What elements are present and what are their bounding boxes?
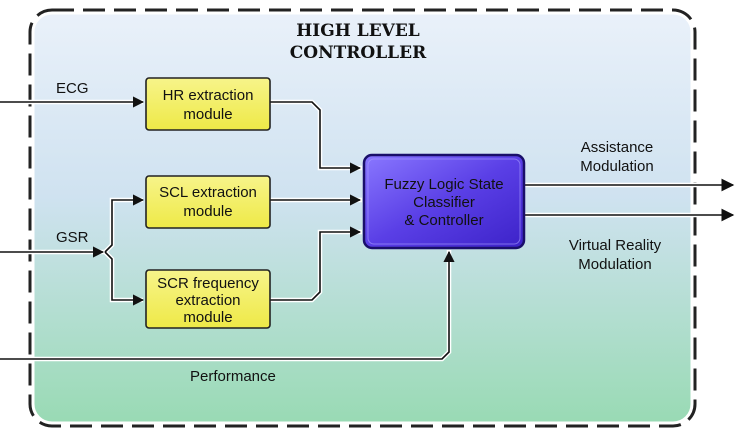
scl-extraction-module: SCL extraction module xyxy=(145,175,271,229)
hr-module-label-line2: module xyxy=(183,106,232,123)
controller-region-dashes xyxy=(28,8,697,428)
ecg-label: ECG xyxy=(56,80,89,97)
gsr-to-scl-arrow xyxy=(104,194,145,253)
hr-to-controller-arrow xyxy=(270,101,362,174)
vr-label-line2: Modulation xyxy=(578,256,651,273)
assistance-label-line1: Assistance xyxy=(581,139,654,156)
hr-extraction-module: HR extraction module xyxy=(145,77,271,131)
gsr-to-scr-arrow xyxy=(104,251,145,306)
scr-module-label-line3: module xyxy=(183,309,232,326)
performance-input-arrow xyxy=(0,250,455,360)
scr-frequency-module: SCR frequency extraction module xyxy=(145,269,271,329)
gsr-label: GSR xyxy=(56,229,89,246)
vr-label-line1: Virtual Reality xyxy=(569,237,662,254)
performance-label: Performance xyxy=(190,368,276,385)
hr-module-label-line1: HR extraction xyxy=(163,87,254,104)
controller-label-line1: Fuzzy Logic State xyxy=(384,176,503,193)
fuzzy-logic-controller: Fuzzy Logic State Classifier & Controlle… xyxy=(362,153,526,250)
scr-module-label-line2: extraction xyxy=(175,292,240,309)
controller-label-line3: & Controller xyxy=(404,212,483,229)
controller-region xyxy=(30,10,695,426)
scl-module-label-line2: module xyxy=(183,203,232,220)
controller-label-line2: Classifier xyxy=(413,194,475,211)
assistance-label-line2: Modulation xyxy=(580,158,653,175)
diagram-title-line1: HIGH LEVEL xyxy=(296,21,420,41)
scr-to-controller-arrow xyxy=(270,226,362,301)
scl-module-label-line1: SCL extraction xyxy=(159,184,257,201)
diagram-title-line2: CONTROLLER xyxy=(290,43,427,63)
scr-module-label-line1: SCR frequency xyxy=(157,275,259,292)
